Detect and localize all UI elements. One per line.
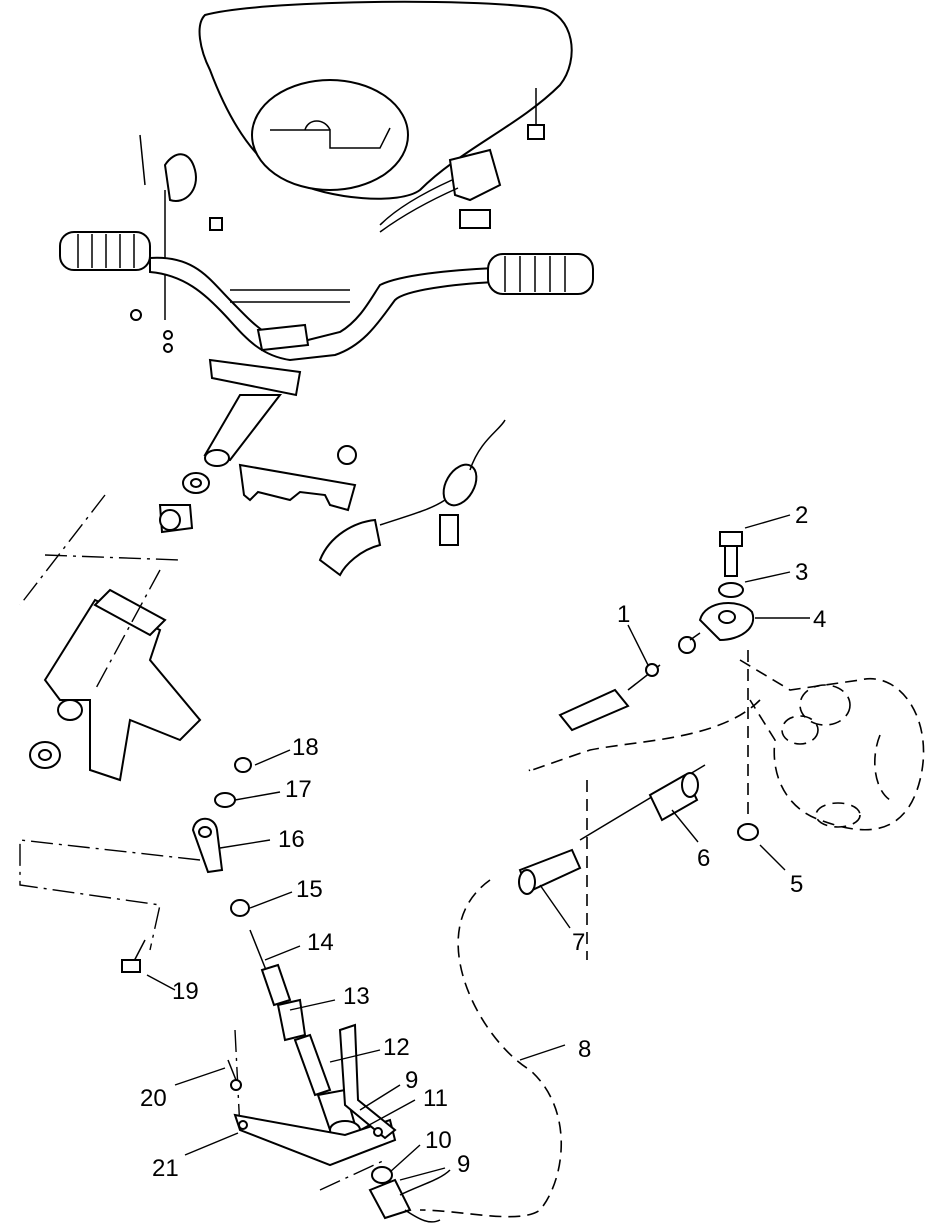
callout-12: 12	[383, 1034, 410, 1061]
choke-bracket	[227, 1023, 397, 1167]
callout-7: 7	[572, 929, 585, 956]
assembly-lines	[19, 494, 386, 1191]
cover-screw	[527, 88, 545, 140]
callout-11: 11	[423, 1085, 448, 1112]
callout-3: 3	[795, 559, 808, 586]
callout-5: 5	[790, 871, 803, 898]
callout-21: 21	[152, 1155, 179, 1182]
lower-fittings	[368, 1166, 451, 1223]
nut-5	[737, 823, 759, 841]
callout-20: 20	[140, 1085, 167, 1112]
callout-9-upper: 9	[405, 1067, 418, 1094]
callout-19: 19	[172, 978, 199, 1005]
tether-strap	[318, 419, 506, 577]
steering-bushings	[158, 472, 210, 534]
carburetor-outline	[739, 659, 925, 831]
brake-lever	[130, 134, 223, 353]
callout-1: 1	[617, 601, 630, 628]
callout-15: 15	[296, 876, 323, 903]
center-bracket	[238, 445, 357, 512]
switch-housing	[379, 148, 502, 233]
cable-adjuster	[518, 764, 706, 895]
lower-linkage	[191, 757, 252, 917]
steering-support	[29, 588, 202, 782]
callout-14: 14	[307, 929, 334, 956]
cable-spring	[558, 663, 661, 732]
callout-17: 17	[285, 776, 312, 803]
callout-10: 10	[425, 1127, 452, 1154]
callout-labels: 2 3 4 1 5 6 7 8 18 17 16 15 14 13 12 9 1…	[140, 502, 826, 1182]
callout-2: 2	[795, 502, 808, 529]
throttle-linkage	[678, 531, 755, 654]
cable-routing	[419, 650, 761, 1218]
callout-16: 16	[278, 826, 305, 853]
callout-6: 6	[697, 845, 710, 872]
handlebar-cover	[198, 0, 573, 200]
callout-8: 8	[578, 1036, 591, 1063]
callout-13: 13	[343, 983, 370, 1010]
steering-column	[203, 323, 310, 467]
leader-lines	[146, 514, 810, 1181]
bolt-19	[121, 939, 146, 973]
handlebar	[59, 231, 594, 362]
callout-4: 4	[813, 606, 826, 633]
callout-18: 18	[292, 734, 319, 761]
callout-9-lower: 9	[457, 1151, 470, 1178]
